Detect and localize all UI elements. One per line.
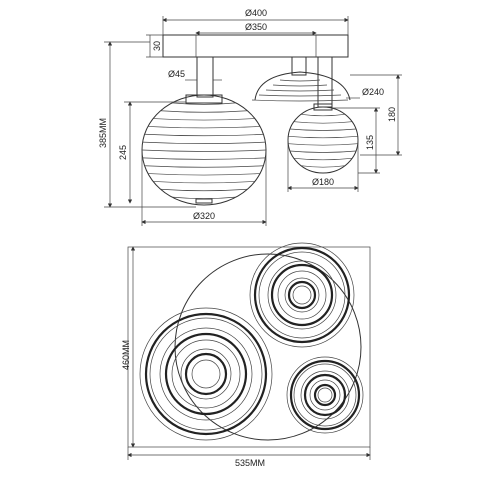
dim-top-width-label: Ø400 bbox=[245, 8, 267, 18]
shade-rib bbox=[289, 150, 357, 153]
shade-rib bbox=[142, 141, 266, 144]
plan-ring bbox=[292, 285, 312, 305]
shade-rib bbox=[172, 102, 236, 105]
plan-ring bbox=[300, 370, 350, 420]
dim-large-diameter-label: Ø320 bbox=[193, 211, 215, 221]
dim-depth: 460MM bbox=[121, 246, 136, 448]
shade-rib bbox=[293, 121, 353, 124]
shade-rib bbox=[160, 188, 248, 192]
plan-ring bbox=[249, 242, 355, 348]
dim-medium-height-label: 180 bbox=[387, 107, 397, 122]
plan-ring bbox=[270, 263, 334, 327]
plan-ring bbox=[191, 359, 221, 389]
canopy-circle bbox=[174, 253, 362, 441]
dim-plate-width-label: Ø350 bbox=[245, 22, 267, 32]
rod-medium bbox=[291, 56, 307, 76]
rod-small bbox=[317, 56, 333, 108]
dim-top-width: Ø400 bbox=[162, 8, 349, 35]
shade-rib bbox=[144, 133, 264, 137]
plan-ring bbox=[267, 260, 337, 330]
shade-rib bbox=[144, 165, 264, 168]
plan-ring bbox=[317, 387, 333, 403]
shade-rib bbox=[153, 118, 255, 121]
plan-ring bbox=[180, 348, 232, 400]
large-shade bbox=[141, 94, 267, 206]
plan-ring bbox=[289, 359, 361, 431]
plan-ring bbox=[139, 307, 273, 441]
dim-plate-height: 30 bbox=[146, 34, 163, 58]
dim-large-height-label: 245 bbox=[118, 145, 128, 160]
shade-rib bbox=[300, 113, 346, 117]
dim-small-height-label: 135 bbox=[365, 135, 375, 150]
dim-width-label: 535MM bbox=[235, 458, 265, 468]
plan-ring bbox=[286, 356, 364, 434]
shade-rib bbox=[172, 196, 236, 199]
dim-plate-height-label: 30 bbox=[152, 41, 162, 51]
dim-total-height-label: 385MM bbox=[98, 118, 108, 148]
shade-rib bbox=[265, 89, 335, 92]
plan-ring bbox=[171, 339, 241, 409]
plan-ring bbox=[277, 270, 327, 320]
dim-width: 535MM bbox=[127, 447, 371, 468]
shade-rib bbox=[153, 181, 255, 184]
shade-rib bbox=[147, 173, 261, 176]
shade-rib bbox=[279, 79, 321, 82]
dim-large-height: 245 bbox=[118, 101, 186, 204]
dim-depth-label: 460MM bbox=[121, 340, 131, 370]
plan-ring bbox=[159, 327, 253, 421]
dim-rod-diameter: Ø45 bbox=[168, 69, 222, 81]
small-shade bbox=[287, 103, 359, 174]
shade-rib bbox=[142, 157, 266, 160]
rod-large bbox=[196, 56, 214, 98]
plan-ring bbox=[293, 363, 357, 427]
plan-view: 460MM 535MM bbox=[121, 242, 371, 468]
shade-rib bbox=[272, 84, 328, 87]
medium-shade bbox=[251, 71, 351, 102]
dim-small-diameter: Ø180 bbox=[287, 140, 359, 192]
plan-small-shade bbox=[286, 356, 364, 434]
dim-small-height: 135 bbox=[332, 107, 380, 174]
plan-ring bbox=[258, 251, 346, 339]
shade-rib bbox=[251, 99, 349, 102]
plan-ring bbox=[144, 312, 268, 436]
dim-small-diameter-label: Ø180 bbox=[312, 177, 334, 187]
plan-large-shade bbox=[139, 307, 273, 441]
shade-rib bbox=[258, 94, 342, 97]
dim-medium-diameter: Ø240 bbox=[346, 87, 384, 99]
plan-ring bbox=[284, 277, 320, 313]
dim-rod-label: Ø45 bbox=[168, 69, 185, 79]
side-view: Ø400 Ø350 30 Ø45 385MM bbox=[98, 8, 402, 226]
plan-ring bbox=[184, 352, 228, 396]
shade-rib bbox=[289, 128, 357, 131]
dim-large-diameter: Ø320 bbox=[141, 150, 267, 226]
dim-medium-diameter-label: Ø240 bbox=[362, 87, 384, 97]
shade-rib bbox=[288, 143, 358, 146]
shade-rib bbox=[160, 110, 248, 113]
dim-medium-height: 180 bbox=[350, 74, 402, 156]
rods bbox=[196, 56, 333, 108]
plan-ring bbox=[149, 317, 263, 431]
shade-rib bbox=[293, 157, 353, 161]
plan-ring bbox=[164, 332, 248, 416]
plan-ring bbox=[287, 280, 317, 310]
dim-plate-width: Ø350 bbox=[195, 22, 317, 36]
mounting-plate bbox=[162, 34, 349, 58]
shade-rib bbox=[288, 135, 358, 139]
shade-rib bbox=[147, 126, 261, 129]
plan-medium-shade bbox=[249, 242, 355, 348]
shade-rib bbox=[300, 165, 346, 168]
dim-total-height: 385MM bbox=[98, 41, 196, 208]
plan-ring bbox=[303, 373, 347, 417]
plan-ring bbox=[309, 379, 341, 411]
plan-outline bbox=[127, 246, 371, 448]
plan-ring bbox=[253, 246, 351, 344]
shade-rib bbox=[141, 149, 267, 152]
plan-ring bbox=[313, 383, 337, 407]
